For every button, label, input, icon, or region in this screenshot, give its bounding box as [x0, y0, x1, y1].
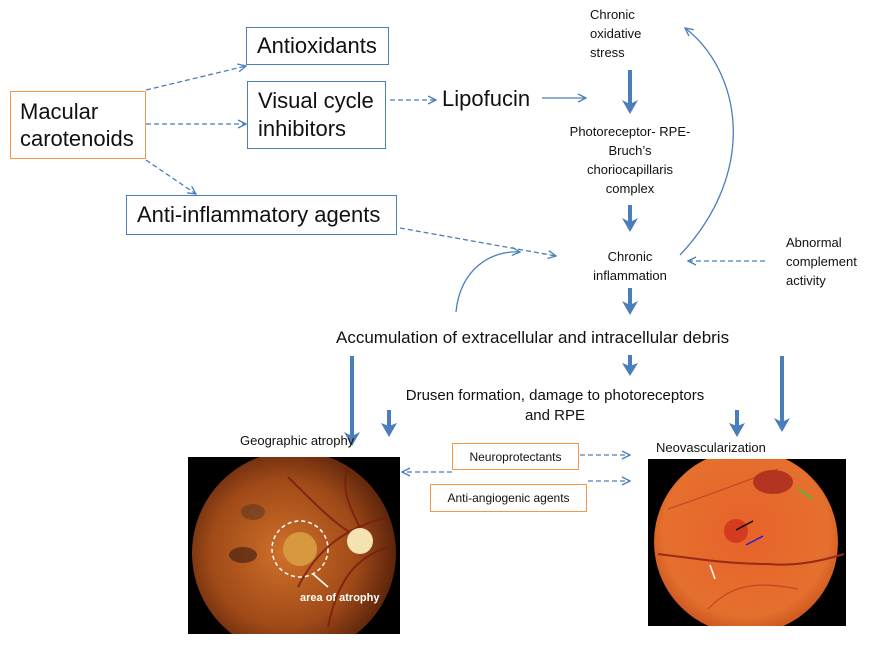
label-geographic-atrophy: Geographic atrophy: [240, 433, 355, 448]
node-label: Photoreceptor- RPE-: [569, 124, 691, 139]
node-label: Visual cycle: [258, 88, 374, 113]
node-label: inhibitors: [258, 116, 347, 141]
green-arrow-icon: [797, 488, 814, 500]
thick-arrow-accumulation-to-neovascularization: [774, 356, 790, 432]
arrow-carotenoids-to-antioxidants: [145, 66, 246, 91]
thick-arrow-inflammation-to-accumulation: [622, 288, 638, 315]
node-label: Chronic: [607, 249, 653, 264]
fundus-image-geographic-atrophy: area of atrophy: [188, 457, 400, 634]
curved-arrow-accumulation-to-inflammation: [455, 252, 520, 313]
node-label: Abnormal: [786, 235, 842, 250]
thick-arrow-drusen-to-geographic-atrophy: [381, 410, 397, 437]
node-label: Antioxidants: [257, 33, 377, 58]
node-neuroprotectants: Neuroprotectants: [452, 443, 579, 470]
black-arrow-icon: [735, 520, 754, 531]
thick-arrow-accumulation-to-geographic-atrophy: [344, 356, 360, 446]
node-macular-carotenoids: Macular carotenoids: [10, 91, 146, 159]
thick-arrow-oxidative-to-complex: [622, 70, 638, 114]
blue-arrow-icon: [745, 535, 764, 546]
fundus-photo: area of atrophy: [192, 457, 396, 634]
node-label: activity: [786, 273, 826, 288]
node-drusen-formation: Drusen formation, damage to photorecepto…: [370, 386, 740, 426]
node-label: oxidative: [590, 26, 642, 41]
node-label: complement: [786, 254, 857, 269]
thick-arrow-accumulation-to-drusen: [622, 355, 638, 376]
image-annotation-area-of-atrophy: area of atrophy: [300, 592, 380, 604]
fundus-image-neovascularization: [648, 459, 846, 626]
node-anti-inflammatory-agents: Anti-inflammatory agents: [126, 195, 397, 235]
node-label: carotenoids: [20, 126, 134, 151]
node-label: Drusen formation, damage to photorecepto…: [405, 387, 705, 404]
node-label: Anti-inflammatory agents: [137, 202, 381, 227]
white-arrow-icon: [709, 564, 716, 580]
arrow-carotenoids-to-anti-inflammatory: [145, 159, 196, 194]
thick-arrow-drusen-to-neovascularization: [729, 410, 745, 437]
node-antioxidants: Antioxidants: [246, 27, 389, 65]
node-label: Anti-angiogenic agents: [447, 491, 570, 505]
node-accumulation-debris: Accumulation of extracellular and intrac…: [336, 328, 730, 347]
node-abnormal-complement-activity: Abnormal complement activity: [786, 233, 857, 290]
label-neovascularization: Neovascularization: [656, 440, 766, 455]
node-label: stress: [590, 45, 625, 60]
node-label: and RPE: [524, 407, 586, 424]
node-lipofucin: Lipofucin: [442, 86, 531, 111]
thick-arrow-complex-to-inflammation: [622, 205, 638, 232]
node-chronic-inflammation: Chronic inflammation: [570, 247, 690, 285]
node-label: Macular: [20, 99, 99, 124]
node-anti-angiogenic-agents: Anti-angiogenic agents: [430, 484, 587, 512]
arrow-anti-inflammatory-to-inflammation: [399, 227, 556, 256]
node-label: Chronic: [590, 7, 635, 22]
node-label: complex: [605, 181, 655, 196]
fundus-photo: [654, 459, 845, 626]
node-visual-cycle-inhibitors: Visual cycle inhibitors: [247, 81, 386, 149]
node-label: Neuroprotectants: [469, 449, 562, 464]
node-photoreceptor-complex: Photoreceptor- RPE- Bruch’s choriocapill…: [560, 122, 700, 198]
curved-arrow-inflammation-to-oxidative: [679, 28, 734, 256]
node-label: inflammation: [593, 268, 667, 283]
node-chronic-oxidative-stress: Chronic oxidative stress: [590, 5, 641, 62]
node-label: choriocapillaris: [587, 162, 673, 177]
node-label: Bruch’s: [608, 143, 652, 158]
